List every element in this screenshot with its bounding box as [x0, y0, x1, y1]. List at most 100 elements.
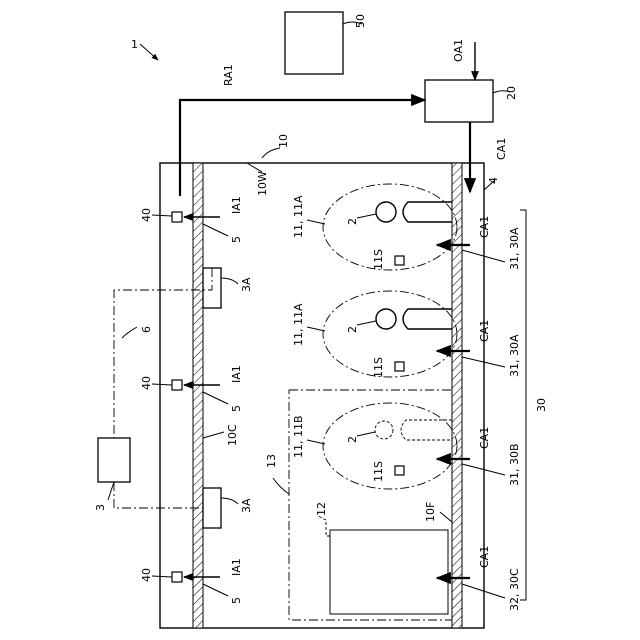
wall-label: 10W: [256, 171, 269, 196]
person-1-leader: [357, 214, 376, 218]
wall-leader: [247, 163, 262, 172]
person-3-leader: [357, 432, 375, 436]
object-label: 12: [315, 502, 328, 516]
vent-3-label: 5: [230, 597, 243, 604]
area-leader: [273, 478, 289, 494]
sensor-3-leader: [152, 576, 172, 577]
return-air-label: RA1: [222, 64, 235, 86]
sensor-1-label: 40: [140, 208, 153, 222]
ac-unit-box: [425, 80, 493, 122]
ac-unit-label: 20: [505, 86, 518, 100]
zone-sensor-3: [395, 466, 404, 475]
zone-1-ellipse: [323, 184, 457, 270]
duct-label: 6: [140, 326, 153, 333]
exhaust-port-1-label: 3A: [240, 277, 253, 292]
ceiling-leader: [203, 432, 224, 438]
outlet-group-label: 30: [535, 398, 548, 412]
duct-line-bottom: [114, 482, 203, 508]
person-2-body: [403, 309, 452, 329]
zone-1-leader: [307, 220, 325, 224]
zone-1: 11, 11A 2 11S: [292, 184, 457, 270]
indoor-air-1-label: IA1: [230, 196, 243, 214]
zone-2-ellipse: [323, 291, 457, 377]
sensor-1-leader: [152, 215, 172, 216]
area-label: 13: [265, 454, 278, 468]
room-leader: [262, 148, 280, 158]
sensor-group-2: 40 IA1 5: [140, 365, 243, 412]
supply-device-label: 4: [487, 177, 500, 184]
person-1-head: [376, 202, 396, 222]
zone-3-leader: [307, 440, 325, 444]
zone-1-label: 11, 11A: [292, 195, 305, 238]
return-air-line: [180, 100, 425, 196]
exhaust-unit-box: [98, 438, 130, 482]
person-2-head: [376, 309, 396, 329]
duct-leader: [122, 327, 137, 338]
indoor-air-2-label: IA1: [230, 365, 243, 383]
controller-label: 50: [354, 14, 367, 28]
sensor-2-label: 40: [140, 376, 153, 390]
vent-3-leader: [203, 584, 228, 596]
person-3-label: 2: [346, 436, 359, 443]
zone-sensor-2: [395, 362, 404, 371]
zone-sensor-2-label: 11S: [372, 357, 385, 378]
zone-2-label: 11, 11A: [292, 303, 305, 346]
floor-label: 10F: [424, 502, 437, 522]
sensor-3: [172, 572, 182, 582]
indoor-air-3-label: IA1: [230, 558, 243, 576]
zone-2: 11, 11A 2 11S: [292, 291, 457, 378]
ceiling-hatch: [193, 163, 203, 628]
zone-3: 11, 11B 2 11S: [292, 403, 457, 489]
vent-1-label: 5: [230, 236, 243, 243]
zone-sensor-3-label: 11S: [372, 461, 385, 482]
outlet-3: CA1 31, 30B: [437, 427, 521, 486]
vent-2-leader: [203, 392, 228, 404]
room-outline: [160, 163, 484, 628]
outlet-2-label: 31, 30A: [508, 334, 521, 377]
floor-leader: [440, 512, 452, 522]
outlet-4-label: 32, 30C: [508, 568, 521, 611]
zone-2-leader: [307, 327, 325, 331]
outlet-4: CA1 32, 30C: [437, 546, 521, 611]
exhaust-unit-leader: [108, 482, 114, 500]
sensor-2: [172, 380, 182, 390]
system-leader: [140, 44, 158, 60]
zone-sensor-1: [395, 256, 404, 265]
system-label: 1: [131, 38, 138, 51]
outlet-1: CA1 31, 30A: [437, 216, 521, 270]
object-box: [330, 530, 448, 614]
person-1-label: 2: [346, 218, 359, 225]
exhaust-port-2-leader: [221, 498, 238, 504]
vent-2-label: 5: [230, 405, 243, 412]
outlet-3-label: 31, 30B: [508, 443, 521, 486]
sensor-2-leader: [152, 384, 172, 385]
person-1-body: [403, 202, 452, 222]
room-label: 10: [277, 134, 290, 148]
controller-box: [285, 12, 343, 74]
vent-1-leader: [203, 224, 228, 236]
person-3-head: [375, 421, 393, 439]
person-2-leader: [357, 321, 376, 325]
sensor-1: [172, 212, 182, 222]
exhaust-port-2-label: 3A: [240, 498, 253, 513]
zone-3-ellipse: [323, 403, 457, 489]
exhaust-unit-label: 3: [94, 504, 107, 511]
sensor-group-3: 40 IA1 5: [140, 558, 243, 604]
outlet-1-label: 31, 30A: [508, 227, 521, 270]
zone-sensor-1-label: 11S: [372, 249, 385, 270]
exhaust-port-1-leader: [221, 278, 238, 284]
person-2-label: 2: [346, 326, 359, 333]
sensor-3-label: 40: [140, 568, 153, 582]
ceiling-label: 10C: [226, 424, 239, 446]
outside-air-label: OA1: [452, 39, 465, 62]
outlet-4-airflow-label: CA1: [478, 546, 491, 568]
conditioned-air-label: CA1: [495, 138, 508, 160]
zone-3-label: 11, 11B: [292, 415, 305, 458]
person-3-body: [401, 420, 452, 440]
floor-hatch: [452, 163, 462, 628]
sensor-group-1: 40 IA1 5: [140, 196, 243, 243]
object-leader: [318, 516, 330, 536]
outlet-2-airflow-label: CA1: [478, 320, 491, 342]
exhaust-port-2: [203, 488, 221, 528]
